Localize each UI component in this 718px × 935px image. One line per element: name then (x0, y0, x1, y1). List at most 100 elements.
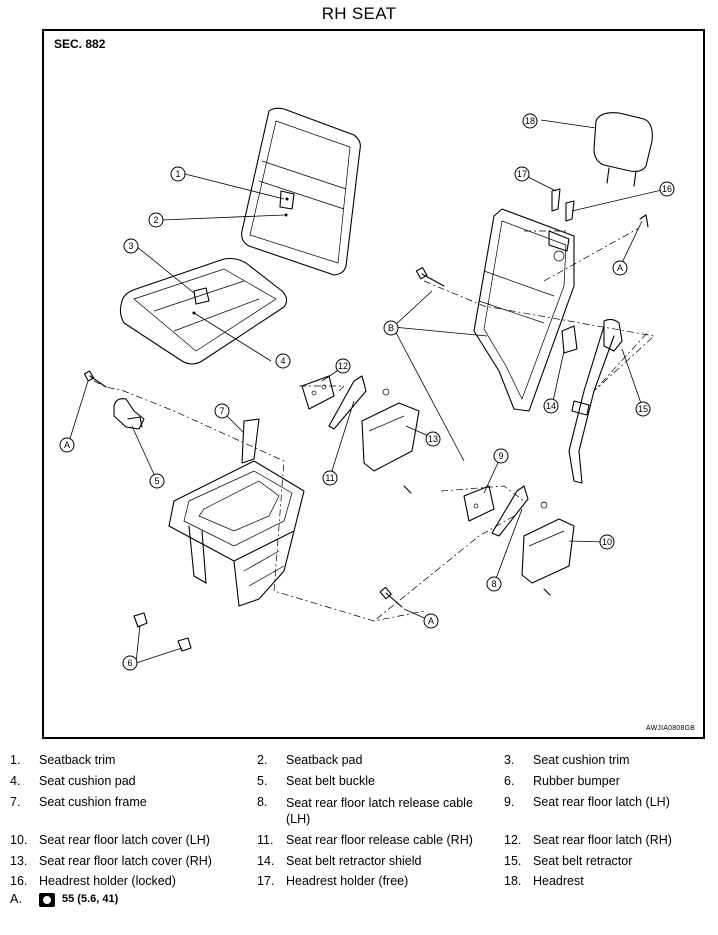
legend-num: 11. (257, 833, 274, 847)
rh-latch-assembly (301, 375, 420, 494)
figure-code: AWJIA0808GB (645, 725, 695, 732)
legend-label: Seat belt retractor (533, 854, 633, 868)
callout-15: 15 (635, 401, 651, 417)
legend-num: 17. (257, 874, 275, 888)
callout-9: 9 (493, 448, 509, 464)
seatback-part (241, 107, 361, 276)
svg-text:16: 16 (662, 184, 672, 194)
svg-text:A: A (64, 440, 70, 450)
legend-num: 5. (257, 774, 268, 788)
svg-text:4: 4 (280, 356, 285, 366)
callout-a-left: A (59, 437, 75, 453)
svg-text:2: 2 (153, 215, 158, 225)
rubber-bumper-parts (133, 612, 192, 652)
legend-label: Seat rear floor latch cover (LH) (39, 833, 210, 847)
legend-label: Seat rear floor latch (LH) (533, 795, 670, 809)
callout-17: 17 (514, 166, 530, 182)
legend-num: 10. (10, 833, 28, 847)
legend-num: 6. (504, 774, 515, 788)
callout-12: 12 (335, 358, 351, 374)
svg-text:A: A (617, 263, 623, 273)
callout-14: 14 (543, 398, 559, 414)
svg-text:11: 11 (325, 473, 334, 483)
legend-label: Rubber bumper (533, 774, 620, 788)
svg-text:17: 17 (517, 169, 527, 179)
svg-text:8: 8 (491, 579, 496, 589)
legend-label: Seat cushion frame (39, 795, 147, 809)
callout-11: 11 (322, 470, 338, 486)
exploded-view-drawing: 1 2 3 4 5 6 7 8 9 10 11 12 13 14 15 16 1… (59, 107, 675, 671)
lh-latch-assembly (463, 485, 575, 596)
seat-belt-retractor-parts (561, 318, 623, 484)
legend-label: Seat belt buckle (286, 774, 375, 788)
svg-text:B: B (388, 323, 394, 333)
diagram-title: RH SEAT (321, 4, 397, 23)
svg-text:12: 12 (338, 361, 348, 371)
callout-a-top: A (612, 260, 628, 276)
svg-text:9: 9 (498, 451, 503, 461)
legend-label: Seat cushion trim (533, 753, 630, 767)
legend-num: 15. (504, 854, 522, 868)
callout-13: 13 (425, 431, 441, 447)
legend-num: 4. (10, 774, 21, 788)
callout-18: 18 (522, 113, 538, 129)
callout-8: 8 (486, 576, 502, 592)
legend-num: 8. (257, 795, 268, 809)
callout-7: 7 (214, 403, 230, 419)
legend-label: Headrest (533, 874, 584, 888)
callout-5: 5 (149, 473, 165, 489)
legend-label: Seat rear floor latch (RH) (533, 833, 672, 847)
svg-text:5: 5 (154, 476, 159, 486)
callout-10: 10 (599, 534, 615, 550)
bolt-bottom (379, 586, 403, 608)
leader-lines (67, 119, 667, 664)
svg-text:13: 13 (428, 434, 438, 444)
callout-6: 6 (122, 655, 138, 671)
callout-b: B (383, 320, 399, 336)
torque-value: 55 (5.6, 41) (62, 893, 119, 905)
svg-text:1: 1 (175, 169, 180, 179)
legend-num: 2. (257, 753, 268, 767)
legend-num: 18. (504, 874, 522, 888)
legend-num: 16. (10, 874, 28, 888)
torque-note-num: A. (10, 892, 22, 906)
legend-num: 3. (504, 753, 515, 767)
seat-cushion-part (119, 257, 288, 365)
legend-num: 1. (10, 753, 21, 767)
legend-num: 7. (10, 795, 21, 809)
svg-text:6: 6 (127, 658, 132, 668)
legend-num: 9. (504, 795, 515, 809)
legend-label: Seat cushion pad (39, 774, 136, 788)
legend-num: 12. (504, 833, 522, 847)
svg-text:14: 14 (546, 401, 556, 411)
bolt-left (83, 370, 107, 388)
legend-label: Seat belt retractor shield (286, 854, 422, 868)
section-label: SEC. 882 (54, 37, 106, 51)
svg-text:7: 7 (219, 406, 224, 416)
callout-1: 1 (170, 166, 186, 182)
callout-4: 4 (275, 353, 291, 369)
svg-text:A: A (428, 616, 434, 626)
svg-text:3: 3 (128, 241, 133, 251)
legend-label: Seatback pad (286, 753, 363, 767)
legend-label: Seat rear floor latch release cable (LH) (286, 796, 473, 826)
legend-num: 13. (10, 854, 28, 868)
legend-label: Seat rear floor latch cover (RH) (39, 854, 212, 868)
bolt-top (415, 266, 445, 287)
legend-label: Seatback trim (39, 753, 116, 767)
legend-label: Seat rear floor release cable (RH) (286, 833, 473, 847)
seatback-frame-part (473, 208, 575, 412)
svg-text:15: 15 (638, 404, 648, 414)
svg-text:10: 10 (602, 537, 612, 547)
legend-label: Headrest holder (free) (286, 874, 409, 888)
callouts: 1 2 3 4 5 6 7 8 9 10 11 12 13 14 15 16 1… (59, 113, 675, 671)
diagram-frame: SEC. 882 AWJIA0808GB (42, 29, 705, 739)
callout-16: 16 (659, 181, 675, 197)
headrest-parts (551, 112, 653, 228)
legend-label: Headrest holder (locked) (39, 874, 176, 888)
legend-num: 14. (257, 854, 275, 868)
callout-a-bottom: A (423, 613, 439, 629)
torque-wrench-icon (39, 893, 55, 907)
seat-cushion-frame-part (168, 418, 305, 607)
svg-text:18: 18 (525, 116, 535, 126)
